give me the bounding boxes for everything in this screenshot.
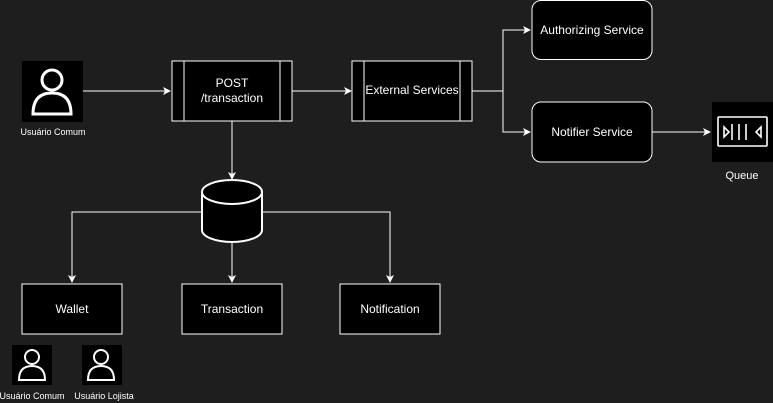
transaction-label: Transaction: [201, 302, 263, 316]
queue-icon: [717, 116, 768, 147]
transaction-node[interactable]: Transaction: [181, 283, 283, 335]
actor-wallet-user-lojista: Usuário Lojista: [74, 345, 134, 401]
actor-wallet-user-comum-label: Usuário Comum: [0, 391, 65, 401]
external-services-label: External Services: [365, 83, 458, 97]
user-icon: [31, 68, 73, 116]
actor-wallet-user-lojista-label: Usuário Lojista: [74, 391, 134, 401]
notification-node[interactable]: Notification: [339, 283, 441, 335]
actor-user-comum: Usuário Comum: [20, 61, 86, 137]
notification-label: Notification: [360, 302, 419, 316]
wallet-node[interactable]: Wallet: [21, 283, 123, 335]
user-icon: [17, 349, 47, 381]
notifier-service-node[interactable]: Notifier Service: [531, 101, 653, 163]
edge-database-to-wallet: [68, 211, 202, 283]
authorizing-service-label: Authorizing Service: [540, 23, 644, 37]
post-transaction-node[interactable]: POST /transaction: [171, 60, 293, 122]
edge-database-to-notification: [263, 211, 394, 283]
database-icon: [201, 179, 263, 243]
wallet-label: Wallet: [56, 302, 90, 316]
user-icon: [86, 349, 116, 381]
queue-label: Queue: [725, 170, 758, 182]
notifier-service-label: Notifier Service: [551, 125, 633, 139]
post-transaction-label-line2: /transaction: [201, 91, 263, 105]
post-transaction-label-line1: POST: [216, 76, 249, 90]
edges: [68, 26, 711, 283]
edge-external-to-authorizing: [472, 26, 531, 92]
edge-external-to-notifier: [502, 91, 531, 136]
external-services-node[interactable]: External Services: [351, 60, 473, 122]
database-node[interactable]: [201, 179, 263, 243]
actor-user-comum-label: Usuário Comum: [20, 127, 85, 137]
authorizing-service-node[interactable]: Authorizing Service: [531, 0, 653, 60]
queue-node[interactable]: Queue: [712, 102, 773, 182]
actor-wallet-user-comum: Usuário Comum: [0, 345, 65, 401]
